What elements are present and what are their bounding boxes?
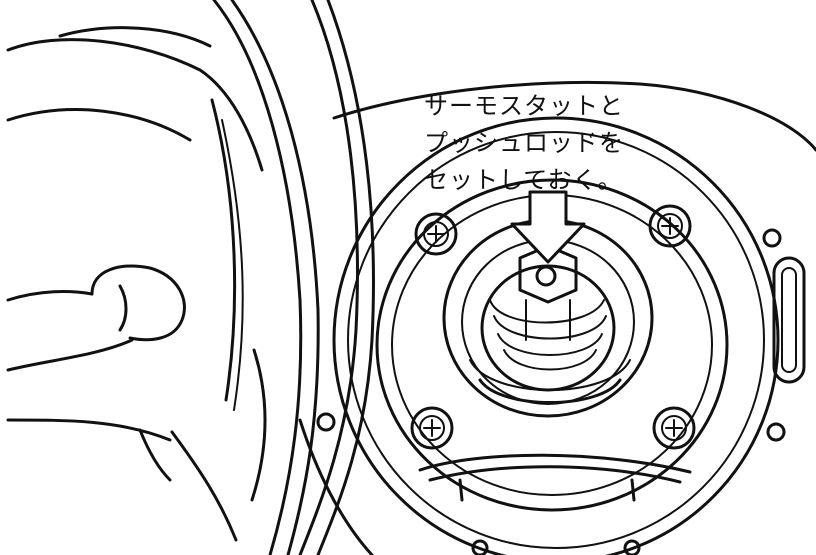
callout-line: プッシュロッドを xyxy=(424,129,624,157)
callout-line: サーモスタットと xyxy=(424,92,624,120)
thermostat-housing xyxy=(298,80,816,555)
hand-illustration xyxy=(6,0,375,555)
callout-line: セットしておく。 xyxy=(424,166,623,194)
arrow-down-icon xyxy=(510,190,586,264)
callout-text: サーモスタットと プッシュロッドを セットしておく。 xyxy=(424,88,664,199)
screw-icon xyxy=(410,204,696,450)
